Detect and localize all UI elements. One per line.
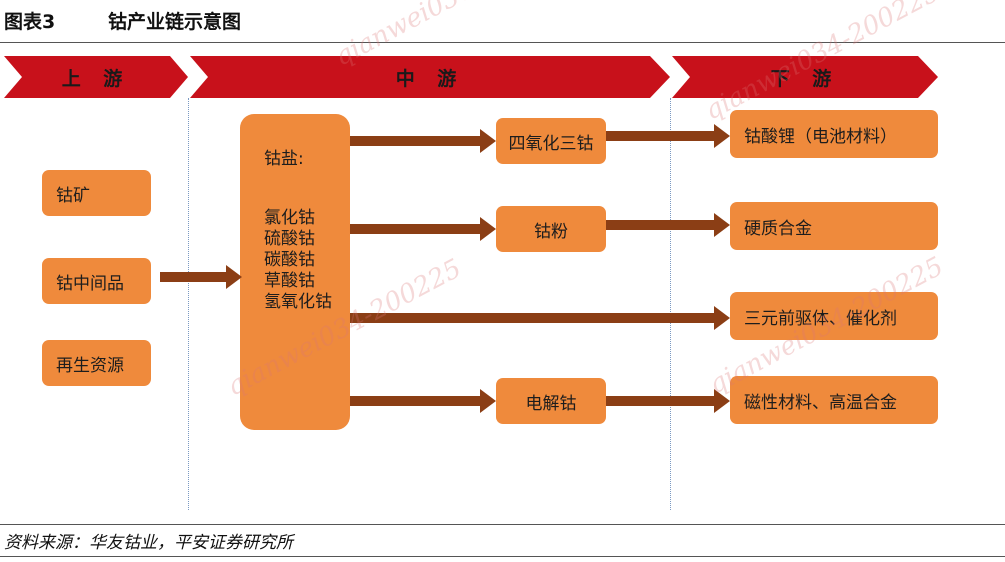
arrow-salt-to-electrolytic bbox=[350, 389, 496, 413]
down-box-ternary-precursor-catalyst: 三元前驱体、催化剂 bbox=[730, 292, 938, 340]
divider-upstream-midstream bbox=[188, 98, 189, 510]
arrow-salt-to-ternary bbox=[350, 306, 730, 330]
down-box-magnetic-superalloy: 磁性材料、高温合金 bbox=[730, 376, 938, 424]
upstream-box-label: 钴中间品 bbox=[56, 273, 124, 294]
upstream-label: 上 游 bbox=[61, 67, 131, 90]
mid-box-cobalt-oxide: 四氧化三钴 bbox=[496, 118, 606, 164]
midstream-banner: 中 游 bbox=[190, 56, 670, 98]
arrow-salt-to-oxide bbox=[350, 129, 496, 153]
figure-title: 图表3 钴产业链示意图 bbox=[4, 8, 241, 36]
figure-title-text: 钴产业链示意图 bbox=[108, 11, 242, 33]
divider-midstream-downstream bbox=[670, 98, 671, 510]
source-note: 资料来源：华友钴业，平安证券研究所 bbox=[4, 533, 293, 553]
arrow-upstream-to-salt bbox=[160, 265, 242, 289]
upstream-box-cobalt-intermediate: 钴中间品 bbox=[42, 258, 151, 304]
arrow-electrolytic-to-magnetic bbox=[606, 389, 730, 413]
mid-box-label: 四氧化三钴 bbox=[508, 133, 594, 154]
upstream-box-label: 钴矿 bbox=[56, 185, 90, 206]
down-box-label: 三元前驱体、催化剂 bbox=[744, 308, 897, 329]
upstream-banner-shape bbox=[4, 56, 188, 98]
down-box-label: 硬质合金 bbox=[744, 218, 812, 239]
upstream-box-label: 再生资源 bbox=[56, 355, 124, 376]
cobalt-salt-item: 碳酸钴 bbox=[264, 250, 315, 270]
arrow-oxide-to-lco bbox=[606, 124, 730, 148]
midstream-banner-shape bbox=[190, 56, 670, 98]
downstream-label: 下 游 bbox=[770, 67, 840, 90]
arrow-powder-to-alloy bbox=[606, 213, 730, 237]
cobalt-salt-heading: 钴盐: bbox=[264, 149, 304, 169]
downstream-banner-shape bbox=[672, 56, 938, 98]
downstream-banner: 下 游 bbox=[672, 56, 938, 98]
down-box-lithium-cobalt-oxide: 钴酸锂（电池材料） bbox=[730, 110, 938, 158]
cobalt-salt-item: 硫酸钴 bbox=[264, 229, 315, 249]
midstream-label: 中 游 bbox=[395, 67, 465, 90]
footer-rule-top bbox=[0, 524, 1005, 525]
mid-box-cobalt-powder: 钴粉 bbox=[496, 206, 606, 252]
upstream-box-recycled-resources: 再生资源 bbox=[42, 340, 151, 386]
down-box-label: 钴酸锂（电池材料） bbox=[744, 126, 897, 147]
cobalt-salt-item: 草酸钴 bbox=[264, 271, 315, 291]
down-box-label: 磁性材料、高温合金 bbox=[744, 392, 897, 413]
mid-box-label: 钴粉 bbox=[534, 221, 568, 242]
mid-box-label: 电解钴 bbox=[525, 393, 577, 414]
header-rule bbox=[0, 42, 1005, 43]
arrow-salt-to-powder bbox=[350, 217, 496, 241]
figure-label: 图表3 bbox=[4, 11, 56, 33]
cobalt-salt-item: 氯化钴 bbox=[264, 208, 315, 228]
down-box-hard-alloy: 硬质合金 bbox=[730, 202, 938, 250]
cobalt-salt-item: 氢氧化钴 bbox=[264, 292, 332, 312]
upstream-banner: 上 游 bbox=[4, 56, 188, 98]
mid-box-electrolytic-cobalt: 电解钴 bbox=[496, 378, 606, 424]
footer-rule-bottom bbox=[0, 556, 1005, 557]
upstream-box-cobalt-ore: 钴矿 bbox=[42, 170, 151, 216]
cobalt-salt-box: 钴盐: 氯化钴 硫酸钴 碳酸钴 草酸钴 氢氧化钴 bbox=[240, 114, 350, 430]
